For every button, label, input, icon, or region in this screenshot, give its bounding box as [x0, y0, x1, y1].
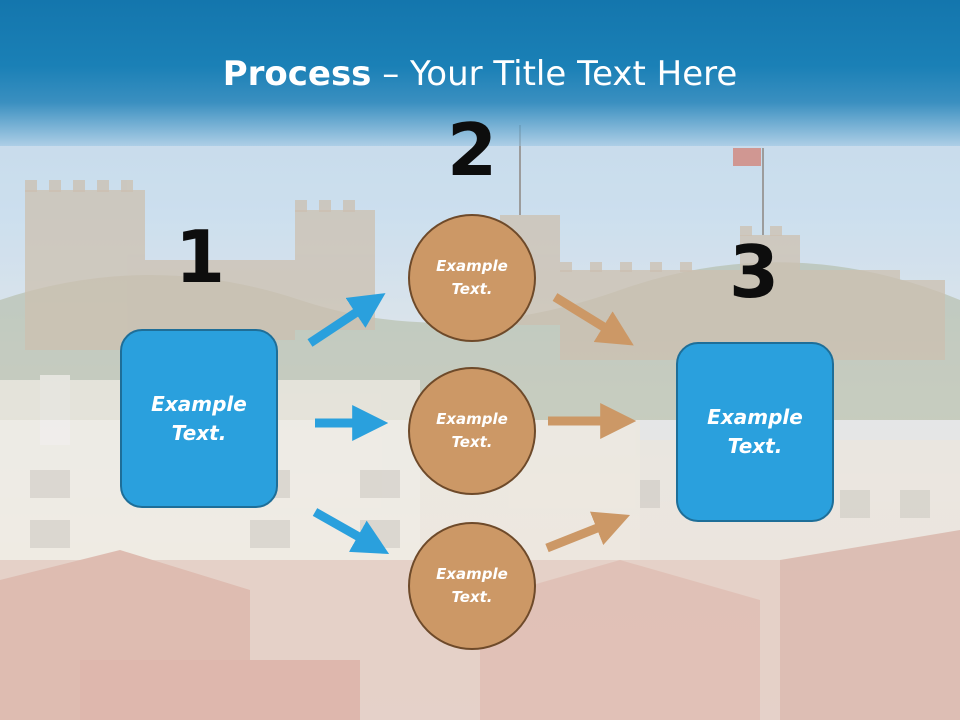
title-bar: Process – Your Title Text Here — [0, 0, 960, 146]
title-rest: – Your Title Text Here — [371, 54, 738, 94]
step-2-circle-bottom: Example Text. — [408, 522, 536, 650]
step-2-circle-middle-text: Example Text. — [436, 410, 508, 451]
step-1-box: Example Text. — [120, 329, 278, 508]
step-2-circle-bottom-text: Example Text. — [436, 565, 508, 606]
step-2-number: 2 — [446, 108, 498, 192]
step-3-number: 3 — [728, 230, 780, 314]
step-2-circle-top-text: Example Text. — [436, 257, 508, 298]
arrow-2a-to-3 — [552, 293, 634, 346]
arrow-1-to-2c — [312, 508, 390, 554]
title-bold: Process — [222, 54, 372, 94]
step-1-text: Example Text. — [151, 391, 247, 445]
step-3-text: Example Text. — [707, 405, 803, 458]
step-1-number: 1 — [174, 215, 226, 299]
slide-title: Process – Your Title Text Here — [0, 50, 960, 98]
arrow-1-to-2a — [307, 293, 386, 347]
arrow-2c-to-3 — [545, 511, 631, 553]
step-2-circle-top: Example Text. — [408, 214, 536, 342]
step-3-box: Example Text. — [676, 342, 834, 522]
step-2-circle-middle: Example Text. — [408, 367, 536, 495]
